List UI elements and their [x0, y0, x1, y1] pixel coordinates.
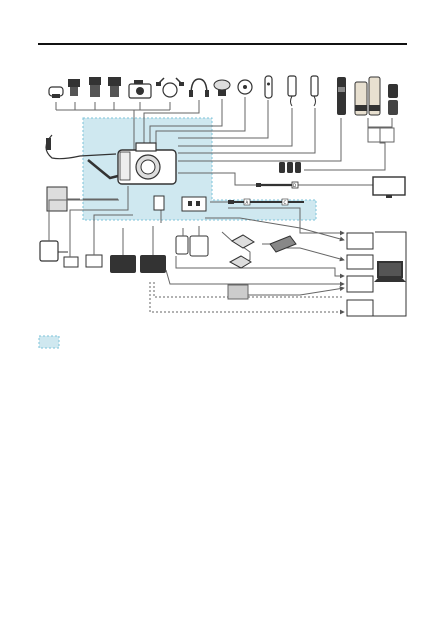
usb-end-left-label: A: [246, 200, 249, 205]
speedlite-medium-icon: [89, 77, 101, 97]
device-box-1: [347, 233, 373, 249]
hdmi-end-label: D: [293, 183, 296, 188]
device-box-3: [347, 276, 373, 292]
card-reader-icon: [270, 236, 296, 252]
cable-remote-icon: [311, 76, 318, 106]
legend-swatch: [39, 336, 59, 348]
rf-s-lenses-icon: [388, 84, 398, 115]
device-box-4: [347, 300, 373, 316]
usb-end-right-label: C: [284, 200, 287, 205]
tv-monitor-icon: [373, 177, 405, 198]
speedlite-large-icon: [108, 77, 121, 97]
hdmi-cable-icon: D: [256, 182, 298, 188]
battery-grip-icon: [110, 255, 166, 273]
headphones-icon: [189, 79, 209, 97]
macro-ring-lite-icon: [49, 87, 63, 98]
speedlite-small-icon: [68, 79, 80, 96]
body-cap-icon: [47, 187, 67, 211]
microphone-icon: [214, 80, 230, 96]
timer-remote-icon: [288, 76, 296, 106]
mount-adapter-icon: [279, 162, 301, 173]
printer-icon: [228, 285, 248, 299]
remote-switch-icon: [265, 76, 272, 98]
ef-lenses-icon: [337, 77, 346, 115]
sd-card-icon: [230, 235, 254, 268]
macro-twin-lite-icon: [156, 78, 184, 97]
computer-icon: [374, 261, 406, 282]
battery-pack-icon: [176, 236, 208, 256]
transmitter-icon: [129, 80, 151, 98]
rf-lenses-icon: [355, 77, 380, 115]
lens-group-bracket: [368, 128, 394, 142]
device-box-2: [347, 255, 373, 269]
wireless-remote-icon: [238, 80, 252, 94]
